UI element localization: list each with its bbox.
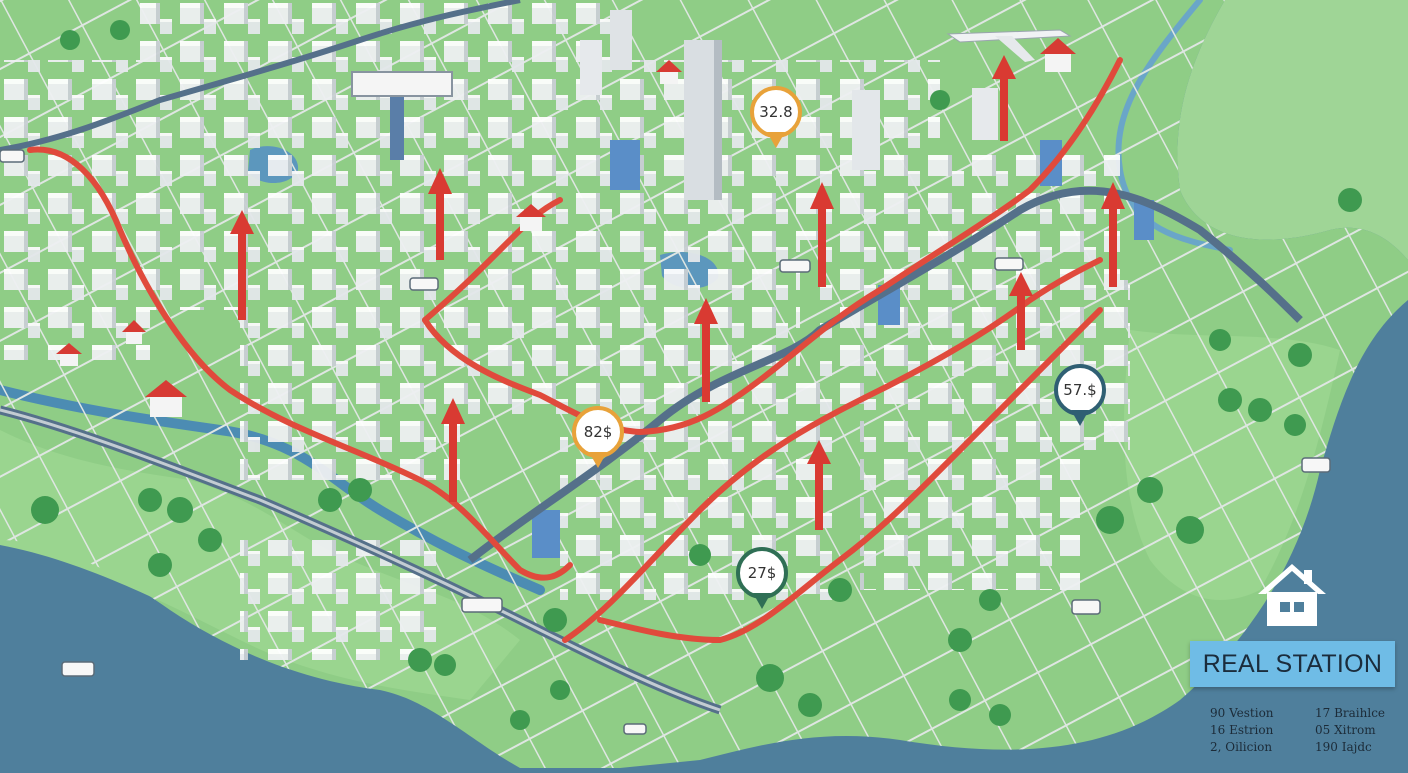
- brand-title: REAL STATION: [1202, 649, 1383, 678]
- houses: [56, 38, 1076, 417]
- up-arrow-icon: [807, 440, 831, 530]
- bus-icon: [1071, 599, 1101, 615]
- house-icon: [516, 204, 546, 231]
- price-label: 57.$: [1063, 381, 1096, 399]
- up-arrow-icon: [992, 55, 1016, 141]
- house-icon: [656, 60, 682, 84]
- up-arrow-icon: [1101, 182, 1125, 287]
- house-icon: [145, 380, 187, 417]
- legend-item: 16 Estrion: [1210, 723, 1274, 737]
- highway: [0, 0, 521, 153]
- up-arrow-icon: [230, 210, 254, 320]
- bus-icon: [994, 257, 1024, 271]
- house-icon: [122, 320, 146, 344]
- price-label: 82$: [584, 423, 613, 441]
- boat-icon: [1301, 457, 1331, 473]
- train-icon: [0, 149, 25, 163]
- airplane-icon: [946, 29, 1072, 62]
- legend-item: 190 Iajdc: [1315, 740, 1372, 754]
- house-icon: [1040, 38, 1076, 72]
- brand-title-box: REAL STATION: [1190, 641, 1395, 687]
- up-arrow-icon: [1009, 272, 1033, 350]
- legend: 90 Vestion 17 Braihlce 16 Estrion 05 Xit…: [1210, 706, 1400, 754]
- trees: [31, 20, 1362, 730]
- bus-icon: [409, 277, 439, 291]
- price-pin[interactable]: 27$: [736, 547, 788, 609]
- highway: [0, 408, 721, 712]
- price-pin[interactable]: 32.8: [750, 86, 802, 148]
- bus-icon: [461, 597, 503, 613]
- house-icon: [1258, 564, 1326, 626]
- bus-icon: [779, 259, 811, 273]
- up-arrow-icon: [441, 398, 465, 502]
- legend-item: 05 Xitrom: [1315, 723, 1376, 737]
- price-pin[interactable]: 57.$: [1054, 364, 1106, 426]
- boat-icon: [61, 661, 95, 677]
- transit-routes: [27, 57, 1123, 644]
- boat-icon: [623, 723, 647, 735]
- legend-item: 2, Oilicion: [1210, 740, 1273, 754]
- legend-item: 17 Braihlce: [1315, 706, 1386, 720]
- land-northeast: [1177, 0, 1408, 260]
- vehicles: [0, 149, 1331, 735]
- price-pin[interactable]: 82$: [572, 406, 624, 468]
- brand-panel: REAL STATION 90 Vestion 17 Braihlce 16 E…: [1190, 560, 1400, 760]
- growth-arrows: [230, 55, 1125, 530]
- legend-item: 90 Vestion: [1210, 706, 1274, 720]
- billboard: [351, 71, 453, 160]
- up-arrow-icon: [694, 298, 718, 402]
- price-label: 27$: [748, 564, 777, 582]
- highway: [467, 186, 1303, 564]
- house-icon: [56, 343, 82, 366]
- price-label: 32.8: [759, 103, 792, 121]
- up-arrow-icon: [810, 182, 834, 287]
- up-arrow-icon: [428, 168, 452, 260]
